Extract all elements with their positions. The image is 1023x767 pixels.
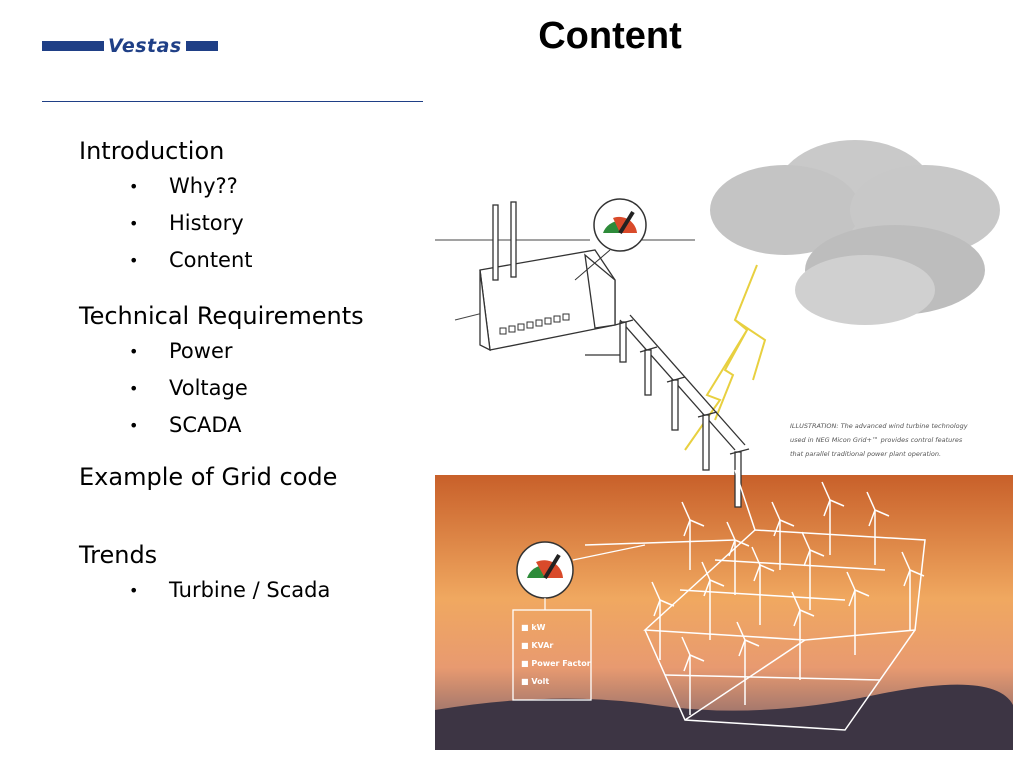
bullet-icon: • xyxy=(129,342,139,361)
list-item: •Why?? xyxy=(79,168,439,205)
svg-text:used in NEG Micon Grid+™ provi: used in NEG Micon Grid+™ provides contro… xyxy=(790,436,963,444)
bullet-list: •Why?? •History •Content xyxy=(79,168,439,279)
svg-text:■ Power Factor: ■ Power Factor xyxy=(521,659,591,668)
section-heading: Example of Grid code xyxy=(79,463,338,491)
illustration-caption: ILLUSTRATION: The advanced wind turbine … xyxy=(790,422,968,458)
lightning-bolt xyxy=(684,264,767,451)
section-heading: Technical Requirements xyxy=(79,302,364,330)
svg-text:■ Volt: ■ Volt xyxy=(521,677,549,686)
title-divider xyxy=(42,101,423,102)
list-item: •Content xyxy=(79,242,439,279)
storm-cloud xyxy=(710,140,1000,325)
grid-illustration: ILLUSTRATION: The advanced wind turbine … xyxy=(435,140,1013,750)
svg-text:■ kW: ■ kW xyxy=(521,623,546,632)
hills-silhouette xyxy=(435,684,1013,750)
wind-farm-grid xyxy=(584,469,926,731)
section-grid-code: Example of Grid code xyxy=(79,460,439,494)
svg-text:that parallel traditional powe: that parallel traditional power plant op… xyxy=(790,450,941,458)
section-heading: Trends xyxy=(79,541,158,569)
slide-title: Content xyxy=(538,15,682,57)
section-technical-requirements: Technical Requirements •Power •Voltage •… xyxy=(79,299,439,444)
section-introduction: Introduction •Why?? •History •Content xyxy=(79,134,439,279)
gauge-icon-plant xyxy=(574,198,647,281)
svg-text:ILLUSTRATION: The advanced win: ILLUSTRATION: The advanced wind turbine … xyxy=(790,422,968,430)
list-item: •Turbine / Scada xyxy=(79,572,439,609)
bullet-icon: • xyxy=(129,379,139,398)
section-heading: Introduction xyxy=(79,137,225,165)
bullet-list: •Power •Voltage •SCADA xyxy=(79,333,439,444)
gauge-icon-windfarm xyxy=(516,541,646,610)
bullet-icon: • xyxy=(129,214,139,233)
section-trends: Trends •Turbine / Scada xyxy=(79,538,439,609)
bullet-icon: • xyxy=(129,416,139,435)
list-item: •Voltage xyxy=(79,370,439,407)
list-item: •History xyxy=(79,205,439,242)
power-plant xyxy=(479,201,616,352)
list-item: •SCADA xyxy=(79,407,439,444)
bullet-list: •Turbine / Scada xyxy=(79,572,439,609)
list-item: •Power xyxy=(79,333,439,370)
measurement-legend: ■ kW ■ KVAr ■ Power Factor ■ Volt xyxy=(512,609,592,701)
vestas-logo: Vestas xyxy=(42,35,218,57)
bullet-icon: • xyxy=(129,581,139,600)
svg-text:■ KVAr: ■ KVAr xyxy=(521,641,553,650)
logo-wordmark: Vestas xyxy=(104,35,186,57)
bullet-icon: • xyxy=(129,251,139,270)
wind-turbines xyxy=(651,481,925,715)
content-outline: Introduction •Why?? •History •Content Te… xyxy=(79,134,439,609)
bullet-icon: • xyxy=(129,177,139,196)
